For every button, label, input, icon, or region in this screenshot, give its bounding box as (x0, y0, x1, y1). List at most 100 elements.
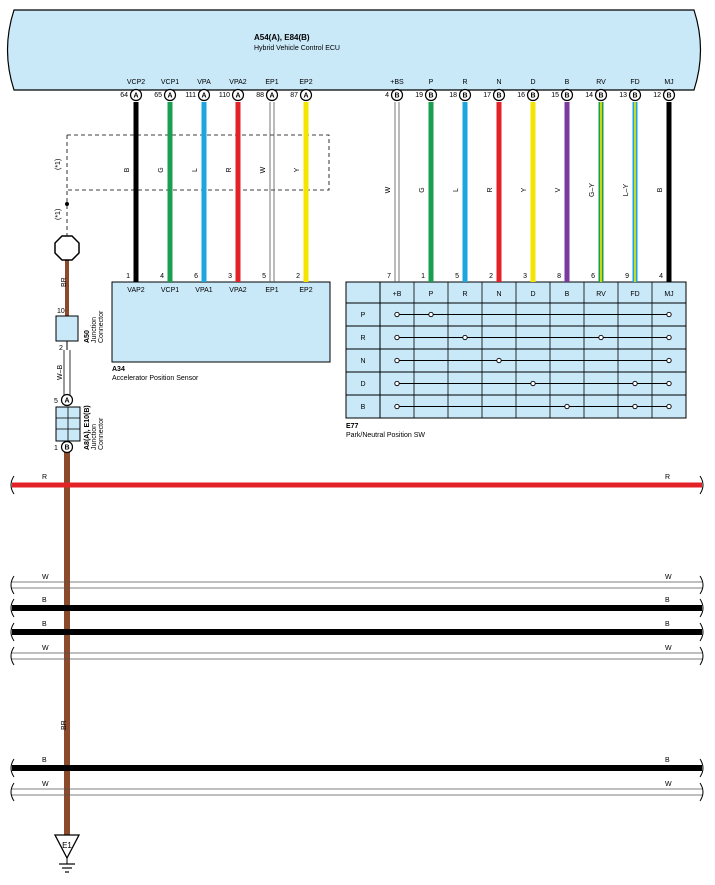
e77-code: E77 (346, 423, 359, 430)
wire-color-br-top: BR (61, 277, 68, 287)
a34-code: A34 (112, 366, 125, 373)
ecu-terminal-name: EP1 (265, 79, 278, 86)
ecu-pin-number: 110 (219, 92, 230, 99)
ecu-terminal-name: MJ (664, 79, 673, 86)
dest-pin-number: 6 (591, 273, 595, 280)
table-row-label: N (360, 358, 365, 365)
connector-letter: B (564, 93, 569, 100)
a34-terminal-name: EP2 (299, 287, 312, 294)
bus-break-right (699, 598, 704, 618)
connector-letter: B (632, 93, 637, 100)
a34-terminal-name: VCP1 (161, 287, 179, 294)
connector-circle (299, 88, 313, 102)
connector-circle (526, 88, 540, 102)
table-row-r: R (360, 334, 672, 342)
bus-break-left (10, 758, 15, 778)
a8-name-1: Junction (91, 424, 98, 450)
a34-terminal-name: VPA2 (229, 287, 246, 294)
bus-label-right: W (665, 645, 672, 652)
dest-pin-number: 1 (126, 273, 130, 280)
shield-note-1: (*1) (55, 159, 62, 170)
dest-pin-number: 3 (228, 273, 232, 280)
table-col-header: MJ (664, 291, 673, 298)
connector-circle (492, 88, 506, 102)
switch-contact-dot (462, 334, 468, 341)
a34-terminal-name: EP1 (265, 287, 278, 294)
connector-circle (163, 88, 177, 102)
connector-letter: B (530, 93, 535, 100)
a8-bottom-letter: B (64, 445, 69, 452)
switch-contact-dot (394, 334, 400, 341)
wire-color-label: L–Y (623, 183, 630, 196)
switch-contact-dot (394, 357, 400, 364)
connector-letter: B (666, 93, 671, 100)
a34-box: A34 Accelerator Position Sensor (111, 281, 331, 382)
table-col-header: R (462, 291, 467, 298)
switch-contact-dot (428, 311, 434, 318)
connector-circle (424, 88, 438, 102)
a8-name-2: Connector (98, 417, 105, 450)
bus-break-right (699, 782, 704, 802)
bus-label-left: W (42, 645, 49, 652)
bus-label-right: B (665, 597, 670, 604)
connector-letter: A (201, 93, 206, 100)
switch-contact-dot (598, 334, 604, 341)
wire-color-label: W (385, 186, 392, 193)
a50-connector: 10 2 A50 Junction Connector W–B (55, 308, 105, 380)
bus-label-left: W (42, 781, 49, 788)
dest-pin-number: 8 (557, 273, 561, 280)
table-row-label: P (361, 312, 366, 319)
shield-group: (*1) (*1) (55, 134, 330, 238)
a8-pin-top: 5 (54, 398, 58, 405)
shield-note-2: (*1) (55, 209, 62, 220)
switch-contact-dot (394, 403, 400, 410)
table-row-n: N (360, 357, 672, 365)
connector-circle (265, 88, 279, 102)
a8-connector: A B 5 1 A8(A), E10(B) Junction Connector… (54, 393, 105, 730)
bus-break-right (699, 758, 704, 778)
ecu-terminal-name: R (462, 79, 467, 86)
ecu-pin-number: 18 (449, 92, 457, 99)
bus-label-right: W (665, 781, 672, 788)
ecu-pin-number: 16 (517, 92, 525, 99)
ecu-terminal-name: N (496, 79, 501, 86)
a50-pin-out: 2 (59, 345, 63, 352)
a8-code: A8(A), E10(B) (84, 405, 91, 450)
bus-break-left (10, 598, 15, 618)
connector-circle (390, 88, 404, 102)
table-col-header: RV (596, 291, 606, 298)
ecu-pin-number: 4 (385, 92, 389, 99)
dest-pin-number: 9 (625, 273, 629, 280)
connector-circle (197, 88, 211, 102)
ecu-name: Hybrid Vehicle Control ECU (254, 45, 340, 52)
ground-label: E1 (62, 841, 72, 850)
table-row-label: R (360, 335, 365, 342)
wire-color-label: R (226, 167, 233, 172)
wire-color-label: R (487, 187, 494, 192)
ecu-terminal-name: FD (630, 79, 639, 86)
switch-contact-dot (666, 403, 672, 410)
wire-color-label: L (453, 188, 460, 192)
dest-pin-number: 5 (262, 273, 266, 280)
a50-pin-in: 10 (57, 308, 65, 315)
a50-name-1: Junction (91, 317, 98, 343)
dest-pin-number: 3 (523, 273, 527, 280)
ecu-terminal-name: VPA2 (229, 79, 246, 86)
table-row-d: D (360, 380, 672, 388)
ecu-pin-number: 111 (185, 92, 196, 99)
bus-break-left (10, 575, 15, 595)
